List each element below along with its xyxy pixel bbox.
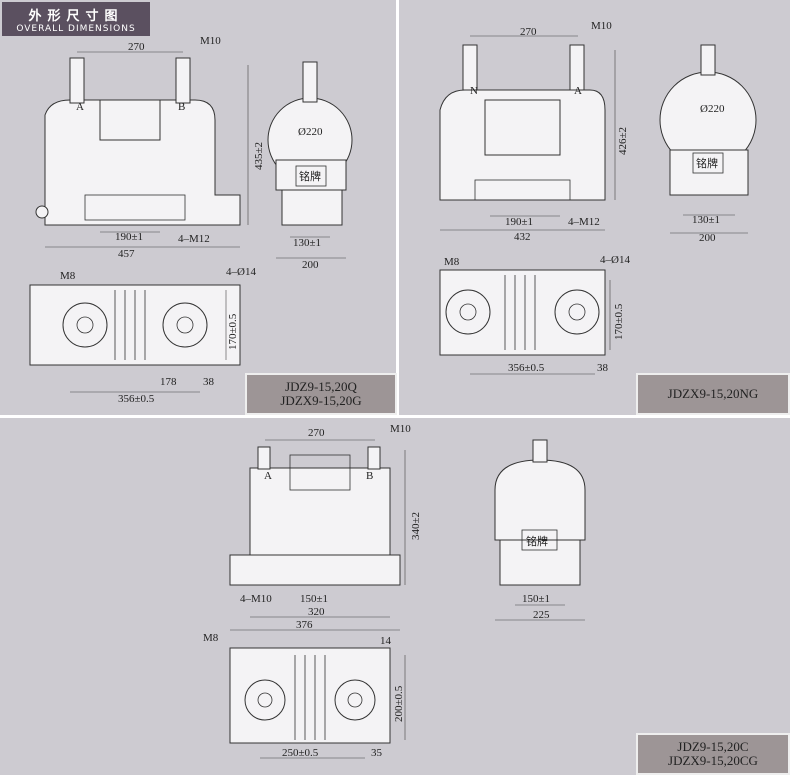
- p3-dim-m8: M8: [203, 632, 219, 644]
- p3-dim-200: 200±0.5: [393, 685, 405, 722]
- p3-dim-376: 376: [296, 619, 313, 631]
- p2-terminal-n: N: [470, 85, 478, 97]
- p2-dim-hole14: 4–Ø14: [600, 254, 630, 266]
- p1-terminal-b: B: [178, 101, 185, 113]
- p2-dim-426: 426±2: [617, 127, 629, 155]
- p3-dim-150: 150±1: [300, 593, 328, 605]
- p2-dim-200: 200: [699, 232, 716, 244]
- p1-dim-435: 435±2: [253, 142, 265, 170]
- p1-model-label: JDZ9-15,20Q JDZX9-15,20G: [245, 373, 397, 415]
- p2-terminal-a: A: [574, 85, 582, 97]
- p1-model-line-2: JDZX9-15,20G: [280, 393, 362, 408]
- p2-model-line-1: JDZX9-15,20NG: [667, 386, 759, 401]
- p3-dim-340: 340±2: [410, 512, 422, 540]
- p3-terminal-b: B: [366, 470, 373, 482]
- p2-side-view: [659, 44, 757, 234]
- p2-dim-432: 432: [514, 231, 531, 243]
- p3-model-line-1: JDZ9-15,20C: [677, 739, 749, 754]
- panel-jdz9-c: [0, 418, 790, 775]
- p3-dim-m10: M10: [390, 423, 411, 435]
- p3-terminal-a: A: [264, 470, 272, 482]
- p1-dim-190: 190±1: [115, 231, 143, 243]
- p1-model-line-1: JDZ9-15,20Q: [285, 379, 357, 394]
- p1-dim-356: 356±0.5: [118, 393, 155, 405]
- p3-dim-250: 250±0.5: [282, 747, 319, 759]
- p3-dim-270: 270: [308, 427, 325, 439]
- p1-terminal-a: A: [76, 101, 84, 113]
- p1-dim-130: 130±1: [293, 237, 321, 249]
- p3-bottom-view: [229, 647, 406, 759]
- p3-dim-35: 35: [371, 747, 383, 759]
- p3-dim-225: 225: [533, 609, 550, 621]
- p1-dim-170: 170±0.5: [227, 313, 239, 350]
- p1-dim-m10: M10: [200, 35, 221, 47]
- p2-dim-130: 130±1: [692, 214, 720, 226]
- p2-dim-270: 270: [520, 26, 537, 38]
- p1-dim-270: 270: [128, 41, 145, 53]
- p1-front-view: [35, 51, 249, 248]
- p2-model-label: JDZX9-15,20NG: [636, 373, 790, 415]
- p3-side-dim-150: 150±1: [522, 593, 550, 605]
- header-title-cn: 外形尺寸图: [28, 9, 124, 24]
- p3-dim-320: 320: [308, 606, 325, 618]
- p3-dim-14: 14: [380, 635, 392, 647]
- p3-dim-m10-holes: 4–M10: [240, 593, 272, 605]
- p1-dim-38: 38: [203, 376, 215, 388]
- p2-nameplate: 铭牌: [696, 156, 718, 170]
- p3-model-line-2: JDZX9-15,20CG: [668, 753, 758, 768]
- p2-front-view: [439, 35, 616, 231]
- p1-dim-dia220: Ø220: [298, 126, 323, 138]
- header-banner: 外形尺寸图 OVERALL DIMENSIONS: [2, 2, 150, 36]
- header-title-en: OVERALL DIMENSIONS: [16, 24, 136, 34]
- p1-dim-m8: M8: [60, 270, 76, 282]
- p1-dim-200: 200: [302, 259, 319, 271]
- p2-dim-m12: 4–M12: [568, 216, 600, 228]
- p1-dim-457: 457: [118, 248, 135, 260]
- p2-dim-190: 190±1: [505, 216, 533, 228]
- p2-bottom-view: [439, 269, 611, 375]
- p3-front-view: [229, 439, 406, 631]
- p3-nameplate: 铭牌: [526, 534, 548, 548]
- p3-model-label: JDZ9-15,20C JDZX9-15,20CG: [636, 733, 790, 775]
- p1-dim-178: 178: [160, 376, 177, 388]
- p2-dim-38: 38: [597, 362, 609, 374]
- p1-bottom-view: [29, 284, 241, 393]
- p2-dim-m10: M10: [591, 20, 612, 32]
- p1-side-view: [267, 61, 353, 259]
- p1-nameplate: 铭牌: [299, 169, 321, 183]
- p2-dim-m8: M8: [444, 256, 460, 268]
- p2-dim-356: 356±0.5: [508, 362, 545, 374]
- p2-dim-170: 170±0.5: [613, 303, 625, 340]
- p2-dim-dia220: Ø220: [700, 103, 725, 115]
- p1-dim-m12: 4–M12: [178, 233, 210, 245]
- p1-dim-hole14: 4–Ø14: [226, 266, 256, 278]
- p3-side-view: [494, 439, 586, 621]
